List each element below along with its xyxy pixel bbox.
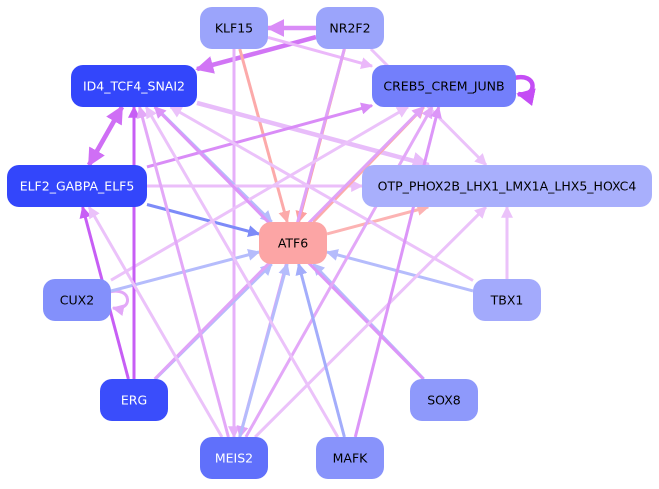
edge-nr2f2-to-id4-tcf4-snai2: [195, 34, 317, 74]
node-box[interactable]: [259, 222, 327, 264]
node-id4-tcf4-snai2[interactable]: ID4_TCF4_SNAI2: [71, 65, 197, 107]
node-label: MAFK: [333, 451, 369, 466]
node-label: CREB5_CREM_JUNB: [383, 79, 504, 94]
node-label: CUX2: [60, 293, 94, 308]
node-box[interactable]: [473, 279, 541, 321]
edge-elf2-gabpa-elf5-to-creb5-crem-junb: [146, 102, 374, 169]
node-box[interactable]: [200, 437, 268, 479]
node-creb5-crem-junb[interactable]: CREB5_CREM_JUNB: [372, 65, 516, 107]
node-box[interactable]: [43, 279, 111, 321]
edge-meis2-to-elf2-gabpa-elf5: [87, 205, 224, 438]
node-label: ELF2_GABPA_ELF5: [20, 179, 135, 194]
node-atf6[interactable]: ATF6: [259, 222, 327, 264]
node-box[interactable]: [71, 65, 197, 107]
node-label: KLF15: [215, 21, 253, 36]
edge-cux2-to-cux2: [108, 289, 129, 316]
edge-elf2-gabpa-elf5-to-id4-tcf4-snai2: [87, 105, 124, 167]
node-box[interactable]: [200, 7, 268, 49]
edge-meis2-to-id4-tcf4-snai2: [136, 105, 230, 438]
node-nr2f2[interactable]: NR2F2: [316, 7, 384, 49]
edge-tbx1-to-id4-tcf4-snai2: [169, 105, 474, 282]
edge-klf15-to-creb5-crem-junb: [267, 35, 374, 70]
node-tbx1[interactable]: TBX1: [473, 279, 541, 321]
node-label: TBX1: [490, 293, 524, 308]
node-label: ATF6: [278, 236, 308, 251]
edge-mafk-to-atf6: [295, 262, 346, 438]
node-erg[interactable]: ERG: [100, 379, 168, 421]
node-box[interactable]: [316, 7, 384, 49]
edge-mafk-to-creb5-crem-junb: [353, 105, 442, 438]
node-klf15[interactable]: KLF15: [200, 7, 268, 49]
edge-id4-tcf4-snai2-to-otp-phox2b-lhx1-lmx1a-lhx5-hoxc4: [196, 100, 431, 170]
node-label: OTP_PHOX2B_LHX1_LMX1A_LHX5_HOXC4: [378, 179, 637, 194]
edge-mafk-to-id4-tcf4-snai2: [144, 105, 340, 438]
node-mafk[interactable]: MAFK: [316, 437, 384, 479]
node-box[interactable]: [316, 437, 384, 479]
node-label: ERG: [121, 393, 147, 408]
edge-creb5-crem-junb-to-creb5-crem-junb: [513, 74, 536, 106]
edge-meis2-to-atf6: [238, 262, 291, 438]
node-elf2-gabpa-elf5[interactable]: ELF2_GABPA_ELF5: [7, 165, 147, 207]
node-sox8[interactable]: SOX8: [410, 379, 478, 421]
node-label: MEIS2: [215, 451, 253, 466]
edge-meis2-to-creb5-crem-junb: [244, 105, 434, 438]
node-box[interactable]: [100, 379, 168, 421]
node-otp-phox2b-lhx1-lmx1a-lhx5-hoxc4[interactable]: OTP_PHOX2B_LHX1_LMX1A_LHX5_HOXC4: [362, 165, 652, 207]
node-box[interactable]: [7, 165, 147, 207]
edge-meis2-to-otp-phox2b-lhx1-lmx1a-lhx5-hoxc4: [254, 205, 487, 439]
edge-cux2-to-creb5-crem-junb: [110, 105, 410, 282]
edge-elf2-gabpa-elf5-to-atf6: [146, 203, 261, 238]
node-label: NR2F2: [329, 21, 370, 36]
node-box[interactable]: [372, 65, 516, 107]
edge-tbx1-to-atf6: [325, 249, 474, 293]
node-box[interactable]: [410, 379, 478, 421]
node-label: SOX8: [427, 393, 461, 408]
node-cux2[interactable]: CUX2: [43, 279, 111, 321]
node-box[interactable]: [362, 165, 652, 207]
node-label: ID4_TCF4_SNAI2: [83, 79, 185, 94]
node-meis2[interactable]: MEIS2: [200, 437, 268, 479]
